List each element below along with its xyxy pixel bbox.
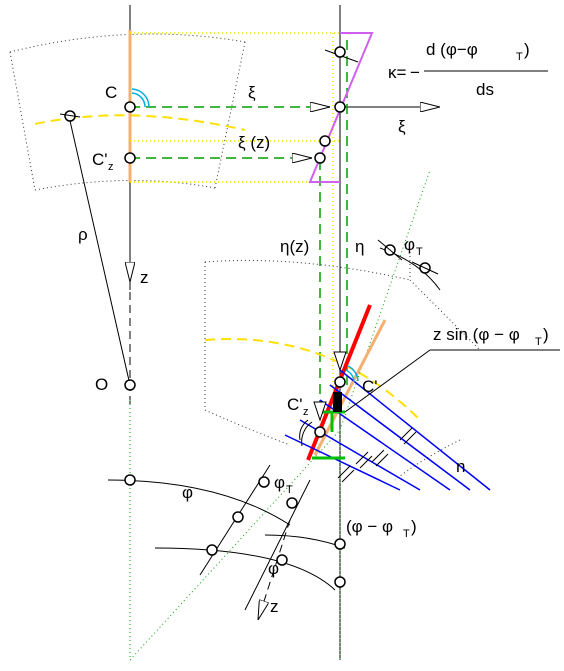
phi-curve-lower — [154, 547, 336, 591]
formula-kappa: κ= — [388, 63, 407, 82]
label-zsin-close: ) — [543, 325, 549, 344]
formula: κ= − d (φ−φ T ) ds — [388, 40, 548, 99]
right-angle-lower-2 — [347, 365, 359, 382]
label-phi-diff: (φ − φ — [346, 517, 393, 536]
zsin-leader — [344, 349, 431, 413]
node-crossbar — [59, 113, 81, 118]
upper-neutral-arc — [34, 114, 246, 131]
phi-t-tick-2 — [411, 261, 439, 275]
label-eta-z: η(z) — [280, 237, 309, 256]
lower-neutral-arc — [204, 338, 421, 421]
label-phi-bottom: φ — [268, 559, 279, 578]
formula-numerator: d (φ−φ — [426, 40, 478, 59]
bottom-nodes — [124, 474, 346, 588]
lower-nodes — [314, 376, 346, 438]
label-rho: ρ — [78, 225, 88, 244]
label-phi-T-lower-sub: T — [286, 484, 293, 496]
black-triangle — [333, 392, 342, 412]
label-Cz-top-sub: z — [108, 161, 114, 173]
formula-numerator-close: ) — [524, 40, 530, 59]
label-C: C — [105, 83, 117, 102]
lower-sector — [204, 252, 481, 481]
label-Cz-top: C' — [92, 150, 108, 169]
label-xi-top: ξ — [248, 83, 256, 102]
label-xi-right: ξ — [398, 117, 406, 136]
label-zsin-sub: T — [535, 336, 542, 348]
angle-mark-lower-2 — [301, 421, 313, 447]
formula-numerator-sub: T — [516, 51, 523, 63]
label-phi-T-lower: φ — [274, 473, 285, 492]
label-phi-diff-close: ) — [411, 517, 417, 536]
label-phi-T-upper-sub: T — [416, 246, 423, 258]
orange-section-lower — [313, 319, 387, 456]
label-phi-left: φ — [182, 483, 193, 502]
yellow-dotted-guides — [130, 32, 340, 390]
phi-t-tick-1 — [377, 239, 403, 261]
downward-arrow — [333, 351, 347, 372]
right-angle-lower — [345, 369, 355, 383]
phi-radial-2 — [244, 479, 311, 611]
label-O: O — [95, 375, 108, 394]
label-phi-T-upper: φ — [404, 235, 415, 254]
label-zsin: z sin (φ − φ — [433, 325, 520, 344]
angle-mark-lower — [299, 419, 309, 441]
right-angle-upper-2 — [131, 88, 150, 108]
label-Cz-lower: C' — [287, 395, 303, 414]
label-eta: η — [355, 237, 364, 256]
label-z-bottom: z — [270, 597, 279, 616]
formula-minus: − — [410, 63, 420, 82]
label-z-axis: z — [140, 268, 149, 287]
label-n: n — [456, 457, 465, 476]
parallel-ticks — [337, 427, 417, 483]
right-angle-upper — [131, 92, 146, 108]
label-xi-z: ξ (z) — [238, 133, 270, 152]
label-C-prime: C' — [362, 377, 378, 396]
radius-line — [67, 111, 131, 386]
label-Cz-lower-sub: z — [303, 406, 309, 418]
z-bottom-arrow — [258, 519, 291, 620]
green-dotted-lines — [129, 169, 431, 661]
formula-denominator: ds — [476, 80, 494, 99]
label-phi-diff-sub: T — [403, 528, 410, 540]
downward-arrow-2 — [313, 401, 327, 422]
